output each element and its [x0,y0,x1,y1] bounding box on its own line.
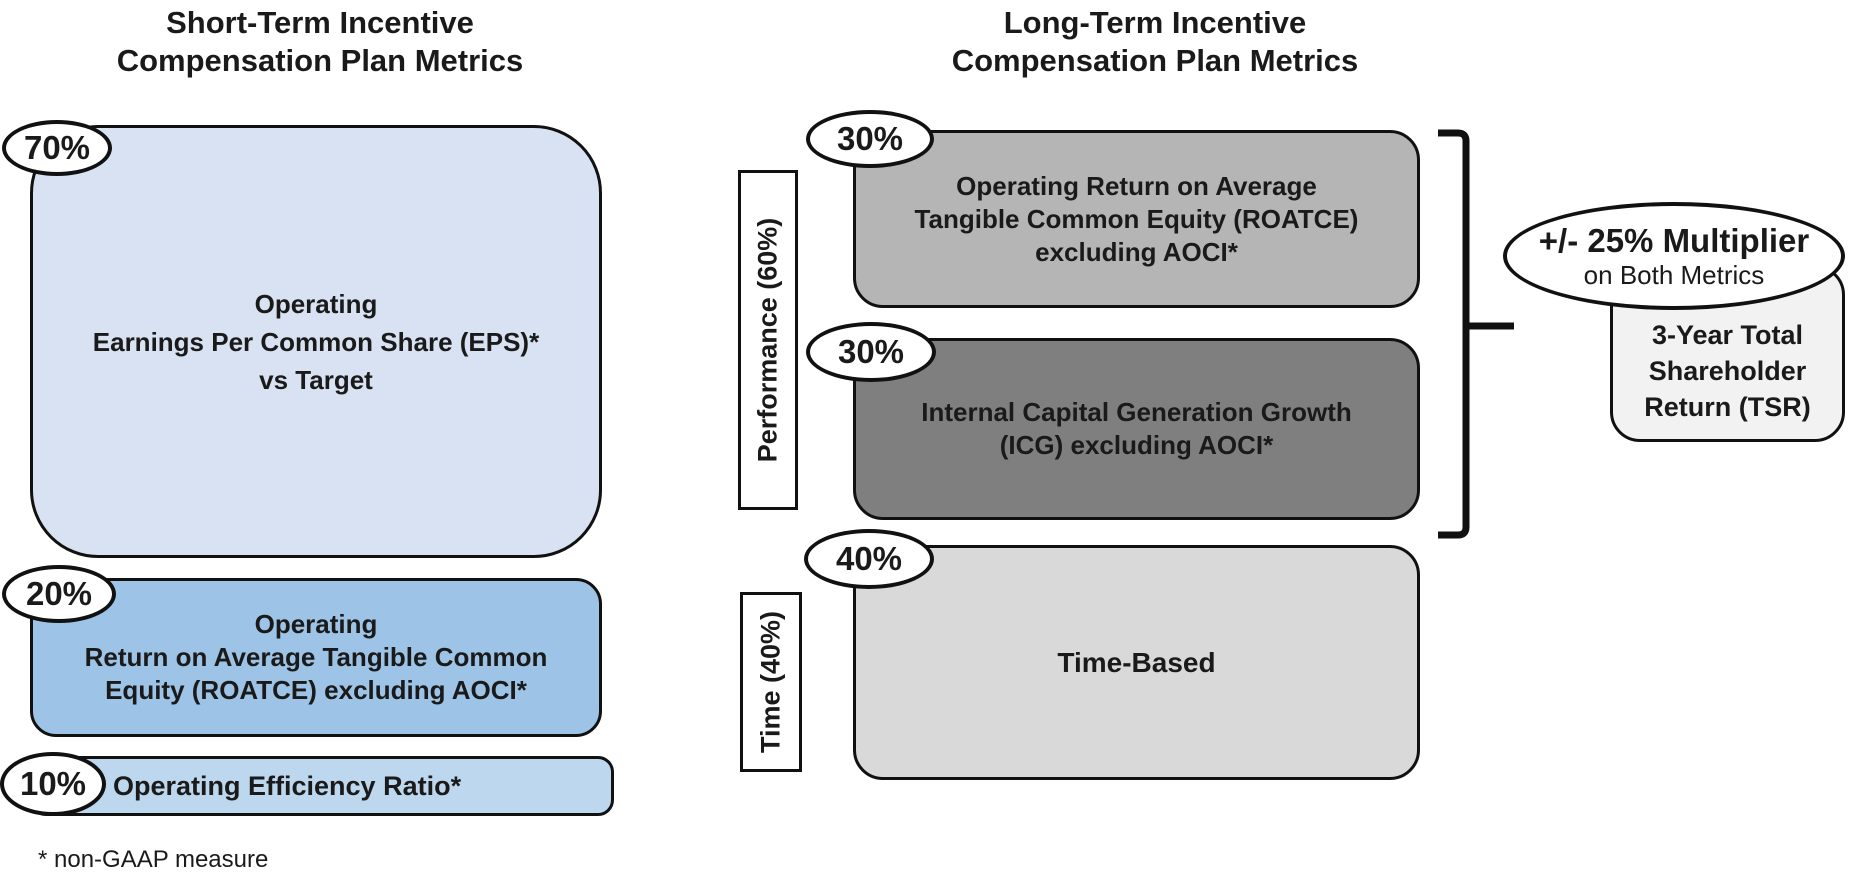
long-term-title-line2: Compensation Plan Metrics [951,43,1359,78]
short-term-title-line2: Compensation Plan Metrics [116,43,524,78]
icg-line2: (ICG) excluding AOCI* [999,430,1274,460]
non-gaap-footnote: * non-GAAP measure [38,846,269,873]
efficiency-ratio-box: Operating Efficiency Ratio* [30,756,614,816]
roatce-long-term-box: Operating Return on Average Tangible Com… [853,130,1420,308]
roatce-st-line2: Return on Average Tangible Common [84,642,548,672]
time-based-percent-badge: 40% [804,529,934,589]
eps-percent-badge: 70% [2,120,112,176]
eps-box: Operating Earnings Per Common Share (EPS… [30,125,602,558]
eps-box-line2: Earnings Per Common Share (EPS)* [92,326,540,357]
roatce-st-percent-badge: 20% [2,565,116,623]
time-based-label: Time-Based [1057,647,1216,678]
multiplier-line1: +/- 25% Multiplier [1538,222,1810,259]
multiplier-oval: +/- 25% Multiplier on Both Metrics [1503,202,1845,310]
icg-box: Internal Capital Generation Growth (ICG)… [853,338,1420,520]
time-based-box: Time-Based [853,545,1420,780]
roatce-lt-line1: Operating Return on Average [956,170,1317,201]
performance-group-label: Performance (60%) [738,170,798,510]
short-term-title-line1: Short-Term Incentive [166,5,474,40]
multiplier-line2: on Both Metrics [1583,260,1765,290]
efficiency-percent-badge: 10% [0,752,106,816]
time-group-label: Time (40%) [740,592,802,772]
tsr-line1: 3-Year Total [1651,320,1804,350]
roatce-st-line1: Operating [254,609,378,639]
roatce-lt-line2: Tangible Common Equity (ROATCE) [914,203,1359,234]
roatce-short-term-box: Operating Return on Average Tangible Com… [30,578,602,737]
efficiency-ratio-label: Operating Efficiency Ratio* [113,770,462,801]
roatce-st-line3: Equity (ROATCE) excluding AOCI* [105,675,527,705]
performance-group-label-text: Performance (60%) [752,217,783,463]
tsr-line2: Shareholder [1648,356,1807,386]
roatce-lt-percent-badge: 30% [806,110,934,168]
time-group-label-text: Time (40%) [755,610,786,754]
eps-box-line1: Operating [254,288,378,319]
long-term-title: Long-Term Incentive Compensation Plan Me… [860,4,1450,80]
eps-box-line3: vs Target [259,364,373,395]
icg-percent-badge: 30% [806,322,936,382]
tsr-line3: Return (TSR) [1644,392,1811,422]
short-term-title: Short-Term Incentive Compensation Plan M… [20,4,620,80]
icg-line1: Internal Capital Generation Growth [921,397,1352,427]
roatce-lt-line3: excluding AOCI* [1035,236,1238,267]
performance-bracket [1438,129,1514,539]
long-term-title-line1: Long-Term Incentive [1003,5,1307,40]
